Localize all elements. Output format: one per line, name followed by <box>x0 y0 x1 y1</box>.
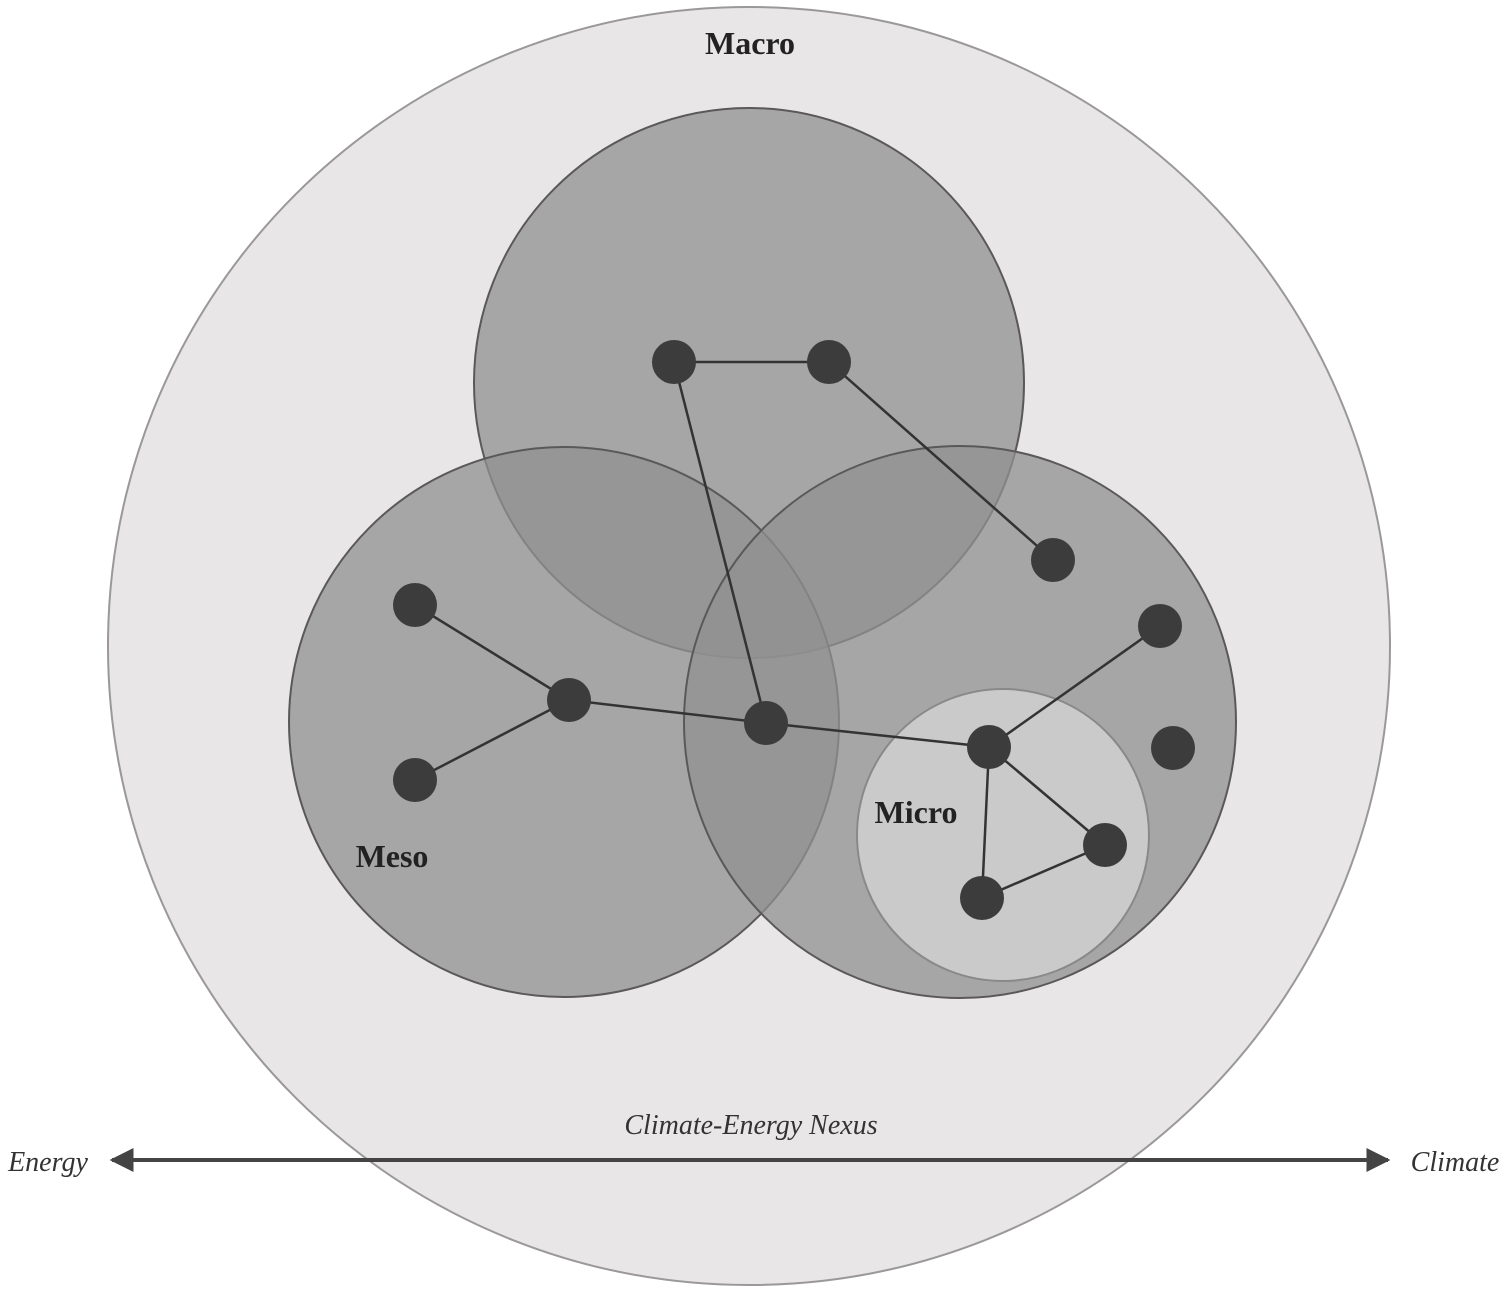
node <box>807 340 851 384</box>
network-edges <box>414 360 1161 900</box>
edge <box>414 603 570 702</box>
edge <box>568 698 767 725</box>
node <box>1083 823 1127 867</box>
macro-label: Macro <box>705 25 795 61</box>
node <box>1031 538 1075 582</box>
node <box>960 876 1004 920</box>
node <box>393 583 437 627</box>
node <box>1151 726 1195 770</box>
node <box>1138 604 1182 648</box>
node <box>393 758 437 802</box>
micro-circle <box>856 688 1150 982</box>
meso-label: Meso <box>356 838 429 874</box>
edge <box>765 721 990 749</box>
climate-label: Climate <box>1411 1147 1500 1178</box>
node <box>652 340 696 384</box>
network-nodes <box>393 340 1195 920</box>
nexus-label: Climate-Energy Nexus <box>624 1110 877 1141</box>
edge <box>980 746 991 899</box>
edge <box>828 361 1054 561</box>
node <box>967 725 1011 769</box>
edge <box>672 361 768 724</box>
edge <box>414 698 570 782</box>
edge <box>981 843 1106 900</box>
micro-label: Micro <box>875 794 958 830</box>
node <box>547 678 591 722</box>
edge <box>988 624 1161 749</box>
energy-label: Energy <box>7 1147 88 1178</box>
node <box>744 701 788 745</box>
edge <box>988 746 1106 846</box>
